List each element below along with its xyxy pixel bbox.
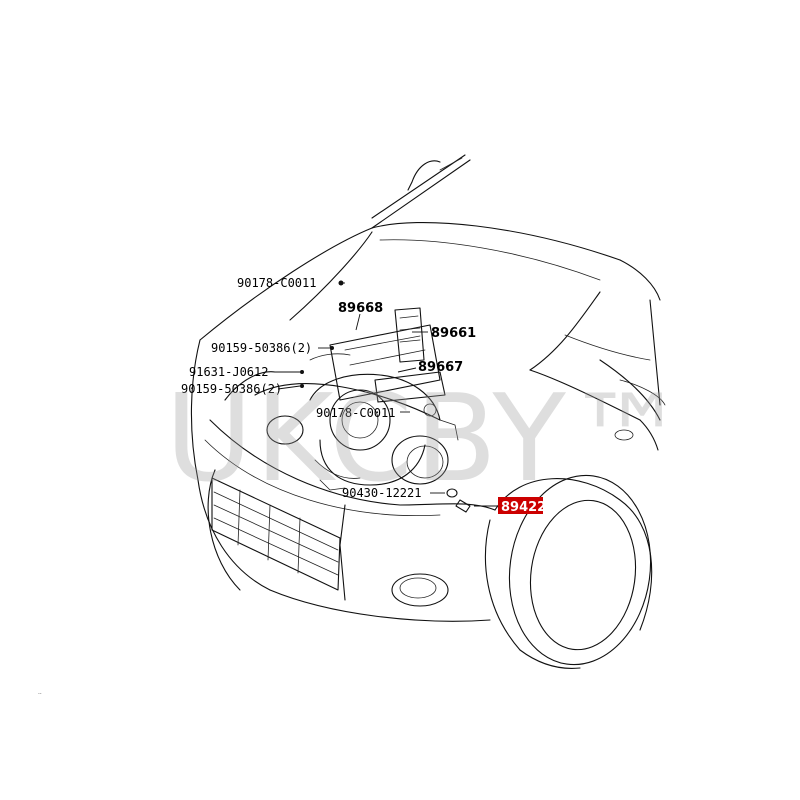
fender-outline	[529, 299, 666, 451]
sensor-89422-part	[446, 488, 471, 513]
label-90159-50386-upper: 90159-50386(2)	[211, 341, 312, 355]
watermark: UKCBY™	[165, 370, 690, 509]
label-90159-50386-lower: 90159-50386(2)	[181, 382, 282, 396]
label-89667: 89667	[418, 360, 463, 375]
label-90178-C0011-lower: 90178-C0011	[316, 406, 395, 420]
highlight-box	[498, 497, 543, 514]
label-91631-J0612: 91631-J0612	[189, 365, 268, 379]
part-labels: 90178-C0011 89668 89661 90159-50386(2) 9…	[181, 276, 476, 500]
front-wheel	[484, 474, 653, 669]
lower-grille	[211, 477, 341, 591]
highlighted-part-89422: 89422	[498, 497, 546, 515]
label-89661: 89661	[431, 326, 476, 341]
leader-lines	[275, 280, 498, 507]
hood-outline	[199, 221, 661, 371]
headlamp	[254, 383, 449, 485]
label-89668: 89668	[338, 301, 383, 316]
label-90430-12221: 90430-12221	[342, 486, 421, 500]
windshield-lines	[371, 154, 471, 229]
engine-assembly	[309, 307, 459, 491]
label-89422: 89422	[501, 500, 546, 515]
fog-lamp	[391, 573, 449, 607]
label-90178-C0011-top: 90178-C0011	[237, 276, 316, 290]
corner-mark: ..	[38, 689, 42, 696]
